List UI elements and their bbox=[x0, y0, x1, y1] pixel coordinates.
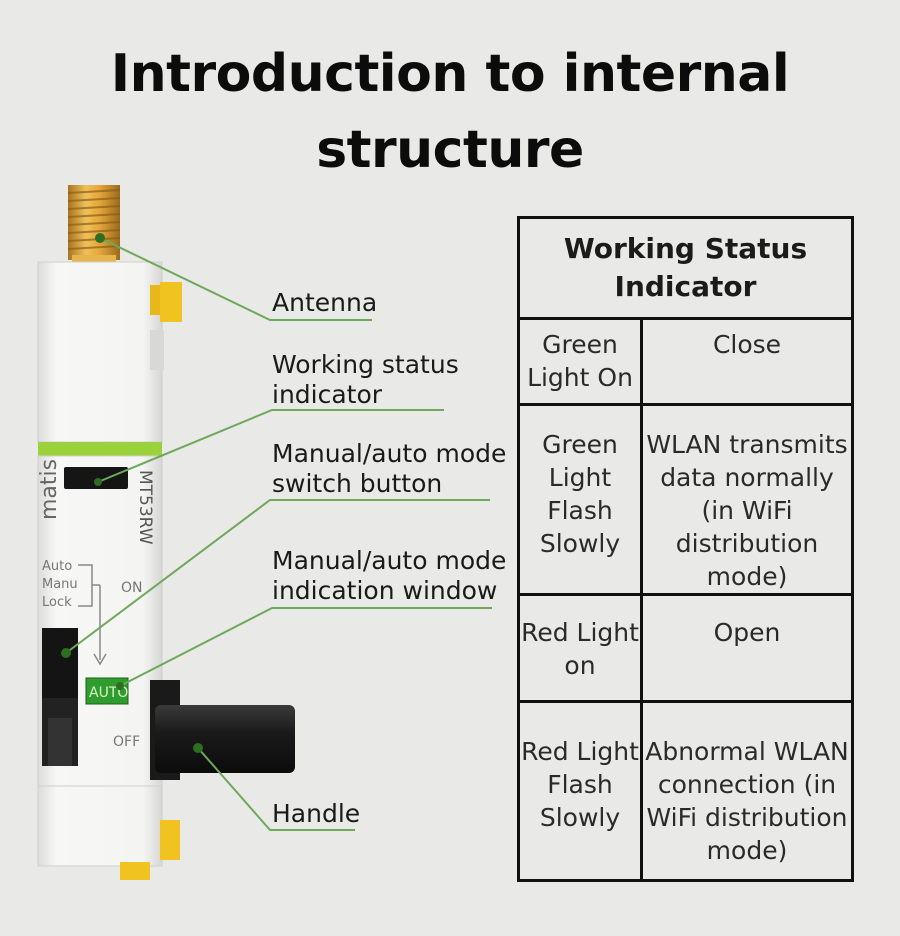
indication-window-label-line2: indication window bbox=[272, 576, 498, 605]
status-indicator-label-line2: indicator bbox=[272, 380, 383, 409]
antenna-label: Antenna bbox=[272, 288, 378, 317]
switch-button-label-line2: switch button bbox=[272, 469, 443, 498]
on-label: ON bbox=[121, 580, 143, 596]
status-indicator-led bbox=[64, 467, 128, 489]
meaning-cell: Close bbox=[712, 330, 782, 359]
table-header: Working Status Indicator bbox=[520, 219, 851, 320]
state-cell: Red Light Flash Slowly bbox=[520, 703, 643, 879]
model-text: MT53RW bbox=[135, 470, 155, 545]
mode-switch bbox=[42, 628, 78, 698]
handle bbox=[155, 705, 295, 773]
state-cell: Green Light Flash Slowly bbox=[520, 406, 643, 593]
mode-label-auto: Auto bbox=[42, 559, 72, 574]
state-cell: Green Light On bbox=[520, 320, 643, 403]
accent-stripe bbox=[38, 442, 162, 456]
working-status-table: Working Status Indicator Green Light On … bbox=[517, 216, 854, 882]
callout-lines bbox=[65, 237, 492, 831]
antenna-connector bbox=[67, 185, 121, 267]
switch-button-label-line1: Manual/auto mode bbox=[272, 439, 507, 468]
title-line-1: Introduction to internal bbox=[110, 44, 790, 104]
indication-window-label-line1: Manual/auto mode bbox=[272, 546, 507, 575]
brand-text: matis bbox=[37, 459, 62, 520]
meaning-cell: WLAN transmits data normally (in WiFi di… bbox=[646, 430, 848, 591]
handle-label: Handle bbox=[272, 799, 361, 828]
page-title: Introduction to internal structure bbox=[0, 36, 900, 188]
mode-label-lock: Lock bbox=[42, 595, 72, 610]
table-row: Green Light On Close bbox=[520, 320, 851, 406]
title-line-2: structure bbox=[316, 120, 584, 180]
meaning-cell: Open bbox=[713, 618, 781, 647]
state-cell: Red Light on bbox=[520, 596, 643, 700]
status-indicator-label-line1: Working status bbox=[272, 350, 459, 379]
off-label: OFF bbox=[113, 734, 140, 750]
table-row: Green Light Flash Slowly WLAN transmits … bbox=[520, 406, 851, 596]
mode-label-manu: Manu bbox=[42, 577, 78, 592]
table-row: Red Light on Open bbox=[520, 596, 851, 703]
table-row: Red Light Flash Slowly Abnormal WLAN con… bbox=[520, 703, 851, 879]
meaning-cell: Abnormal WLAN connection (in WiFi distri… bbox=[645, 737, 849, 865]
